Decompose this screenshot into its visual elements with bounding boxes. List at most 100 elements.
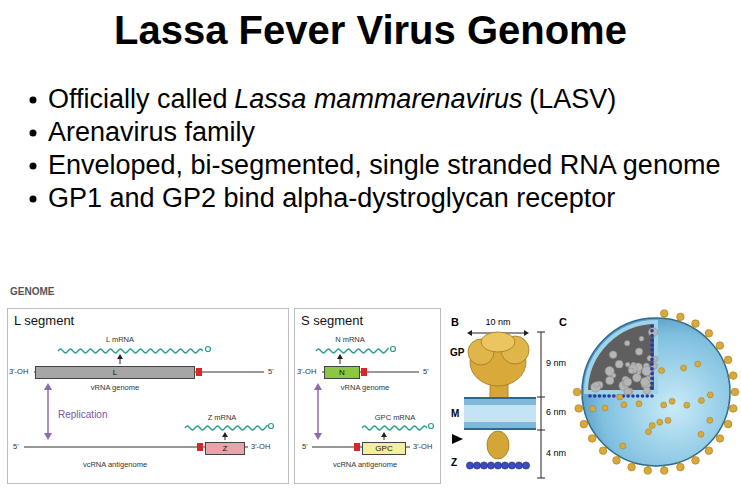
surface-spike (729, 372, 737, 380)
arrow-head (314, 383, 322, 390)
surface-spike (692, 320, 700, 328)
dimension-label: 6 nm (546, 408, 566, 418)
nucleoprotein-blob (635, 348, 642, 355)
surface-spike (729, 405, 737, 413)
surface-spike (636, 401, 642, 407)
nucleoprotein-blob (609, 351, 617, 359)
terminus-label: 3'-OH (297, 368, 316, 376)
dimension-line (541, 332, 542, 478)
matrix-dot (650, 358, 654, 362)
replication-label: Replication (58, 409, 107, 420)
matrix-dot (650, 367, 654, 371)
terminal-marker (354, 443, 360, 451)
terminal-marker (196, 368, 202, 376)
part-label: M (451, 408, 459, 419)
mrna-tail (269, 424, 274, 429)
bullet-line: Enveloped, bi-segmented, single stranded… (48, 150, 720, 181)
segment-panel: S segmentNGPC (294, 308, 441, 484)
arrow-head (44, 383, 52, 390)
nucleoprotein-blob (639, 336, 644, 341)
surface-spike (628, 463, 636, 471)
surface-spike (573, 388, 581, 396)
matrix-dot (650, 339, 654, 343)
surface-spike (660, 310, 668, 318)
terminus-label: 5' (13, 443, 19, 451)
mrna-label: L mRNA (106, 336, 134, 344)
gene-name: N (339, 369, 345, 377)
mrna-strand (362, 426, 427, 430)
bullet-dot (30, 163, 37, 170)
matrix-dot (588, 394, 592, 398)
matrix-dot (650, 324, 654, 328)
matrix-dot (650, 334, 654, 338)
dimension-label: 4 nm (546, 449, 566, 459)
bullet-line: GP1 and GP2 bind alpha-dystroglycan rece… (48, 183, 615, 214)
part-label: Z (451, 457, 457, 468)
matrix-dot (650, 386, 654, 390)
terminus-label: 3'-OH (9, 368, 28, 376)
mrna-label: N mRNA (335, 336, 365, 344)
bullet-text: Arenavirus family (48, 117, 255, 147)
arrow-head (314, 433, 322, 440)
dimension-tick (537, 332, 545, 333)
part-label: GP (450, 347, 464, 358)
terminus-label: 3'-OH (413, 443, 432, 451)
z-protein-bead (480, 462, 487, 469)
surface-spike (724, 420, 732, 428)
membrane-core (464, 405, 536, 422)
surface-spike (620, 443, 626, 449)
gene-name: Z (223, 445, 228, 453)
surface-spike (660, 467, 668, 475)
terminus-label: 5' (423, 368, 429, 376)
bullet-text: (LASV) (529, 84, 616, 114)
nucleoprotein-blob (624, 378, 632, 386)
nucleoprotein-blob (624, 340, 629, 345)
matrix-dot (631, 394, 635, 398)
arrow-head (117, 354, 123, 359)
surface-spike (575, 405, 583, 413)
nucleoprotein-blob (591, 382, 601, 392)
matrix-dot (650, 362, 654, 366)
nucleoprotein-blob (628, 365, 637, 374)
terminus-label: 3'-OH (251, 443, 270, 451)
dimension-tick (537, 397, 545, 398)
strand-label: vRNA genome (341, 384, 389, 392)
surface-spike (617, 394, 623, 400)
surface-spike (588, 435, 596, 443)
panel-heading: S segment (295, 309, 440, 328)
cutaway-interior (586, 322, 656, 392)
matrix-dot (650, 353, 654, 357)
matrix-dot (598, 394, 602, 398)
dimension-label: 10 nm (485, 318, 510, 328)
gene-name: L (113, 369, 117, 377)
nucleoprotein-blob (628, 368, 634, 374)
dimension-label: 9 nm (546, 359, 566, 369)
matrix-dot (650, 329, 654, 333)
arrow-head (222, 432, 228, 437)
surface-spike (724, 356, 732, 364)
arrow-head (44, 433, 52, 440)
surface-spike (681, 365, 687, 371)
bullet-dot (30, 130, 37, 137)
bullet-text: Officially called (48, 84, 228, 114)
membrane-edge (464, 428, 536, 430)
gene-box: Z (205, 442, 245, 455)
matrix-dot (607, 394, 611, 398)
matrix-dot (612, 394, 616, 398)
gene-box: L (35, 366, 195, 379)
surface-spike (646, 429, 652, 435)
surface-spike (657, 419, 663, 425)
bullet-line: Arenavirus family (48, 117, 255, 148)
nucleoprotein-blob (643, 387, 650, 394)
surface-spike (661, 402, 667, 408)
matrix-dot (636, 394, 640, 398)
matrix-dot (603, 394, 607, 398)
surface-spike (707, 417, 713, 423)
surface-spike (602, 405, 608, 411)
terminal-marker (197, 443, 203, 451)
arrow-head (467, 330, 472, 336)
surface-spike (580, 420, 588, 428)
surface-spike (705, 447, 713, 455)
